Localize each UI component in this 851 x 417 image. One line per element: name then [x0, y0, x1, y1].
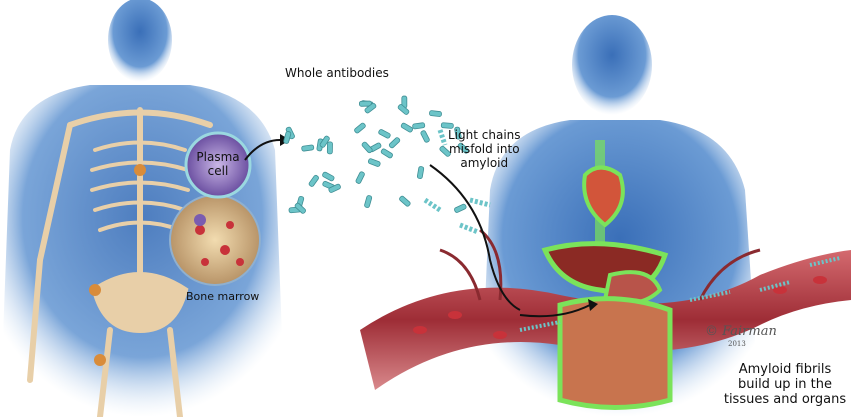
antibody-fragment	[412, 122, 426, 130]
antibody-fragment	[364, 102, 377, 114]
arrow	[244, 139, 281, 161]
antibody-fragment	[328, 183, 341, 193]
label-line: amyloid	[460, 156, 509, 170]
antibody-fragment	[361, 141, 373, 154]
intestines	[557, 296, 673, 410]
plasma-cell	[184, 131, 252, 199]
arrow	[429, 164, 521, 311]
antibody-fragment	[400, 122, 414, 133]
bone-highlight	[89, 284, 101, 296]
antibodies	[283, 95, 470, 214]
antibody-fragment	[454, 203, 467, 213]
label-line: Light chains	[448, 128, 521, 142]
antibody-fragment	[308, 174, 319, 187]
antibody-fragment	[420, 130, 430, 143]
label-line: tissues and organs	[723, 392, 847, 407]
arrow	[519, 304, 591, 318]
marrow-cells	[195, 221, 244, 266]
antibody-fragment	[457, 142, 470, 154]
antibody-fragment	[440, 122, 454, 129]
antibody-fragment	[416, 166, 425, 179]
svg-text:2013: 2013	[728, 340, 746, 348]
misfolding-fibrils	[423, 129, 491, 235]
heart	[582, 165, 625, 228]
marrow-plasma-cell	[194, 214, 206, 226]
organs	[541, 140, 673, 410]
bone-marrow-inset	[169, 194, 261, 286]
antibody-fragment	[388, 137, 401, 149]
antibody-fragment	[354, 122, 366, 134]
bone-highlight	[94, 354, 106, 366]
antibody-fragment	[380, 148, 393, 159]
amyloid-fibrils	[519, 256, 841, 332]
arrow-head	[588, 299, 598, 311]
antibody-fragment	[326, 141, 333, 155]
antibody-fragment	[399, 195, 411, 207]
antibody-fragment	[322, 171, 335, 182]
label-light-chains: Light chains misfold into amyloid	[448, 128, 521, 170]
label-bone-marrow: Bone marrow	[186, 290, 260, 303]
bone-highlight	[134, 164, 146, 176]
label-line: misfold into	[448, 142, 520, 156]
antibody-fragment	[301, 144, 315, 152]
antibody-fragment	[355, 171, 365, 184]
label-line: cell	[207, 164, 229, 178]
antibody-fragment	[294, 202, 307, 214]
label-whole-antibodies: Whole antibodies	[285, 66, 389, 80]
antibody-fragment	[367, 158, 381, 167]
label-amyloid-fibrils: Amyloid fibrils build up in the tissues …	[720, 362, 850, 407]
label-line: Plasma	[196, 150, 240, 164]
signature: © Fairman 2013	[705, 324, 777, 348]
svg-text:© Fairman: © Fairman	[705, 324, 777, 339]
label-plasma-cell: Plasma cell	[195, 150, 241, 178]
antibody-fragment	[319, 135, 330, 148]
antibody-fragment	[439, 145, 451, 157]
antibody-fragment	[397, 104, 410, 115]
antibody-fragment	[378, 129, 391, 139]
antibody-fragment	[364, 195, 373, 208]
antibody-fragment	[358, 100, 372, 107]
label-line: Amyloid fibrils	[738, 362, 832, 377]
antibody-fragment	[454, 126, 462, 140]
antibody-fragment	[429, 110, 442, 117]
antibody-fragment	[283, 131, 292, 144]
label-line: build up in the	[737, 377, 833, 392]
red-blood-cells	[413, 276, 827, 339]
